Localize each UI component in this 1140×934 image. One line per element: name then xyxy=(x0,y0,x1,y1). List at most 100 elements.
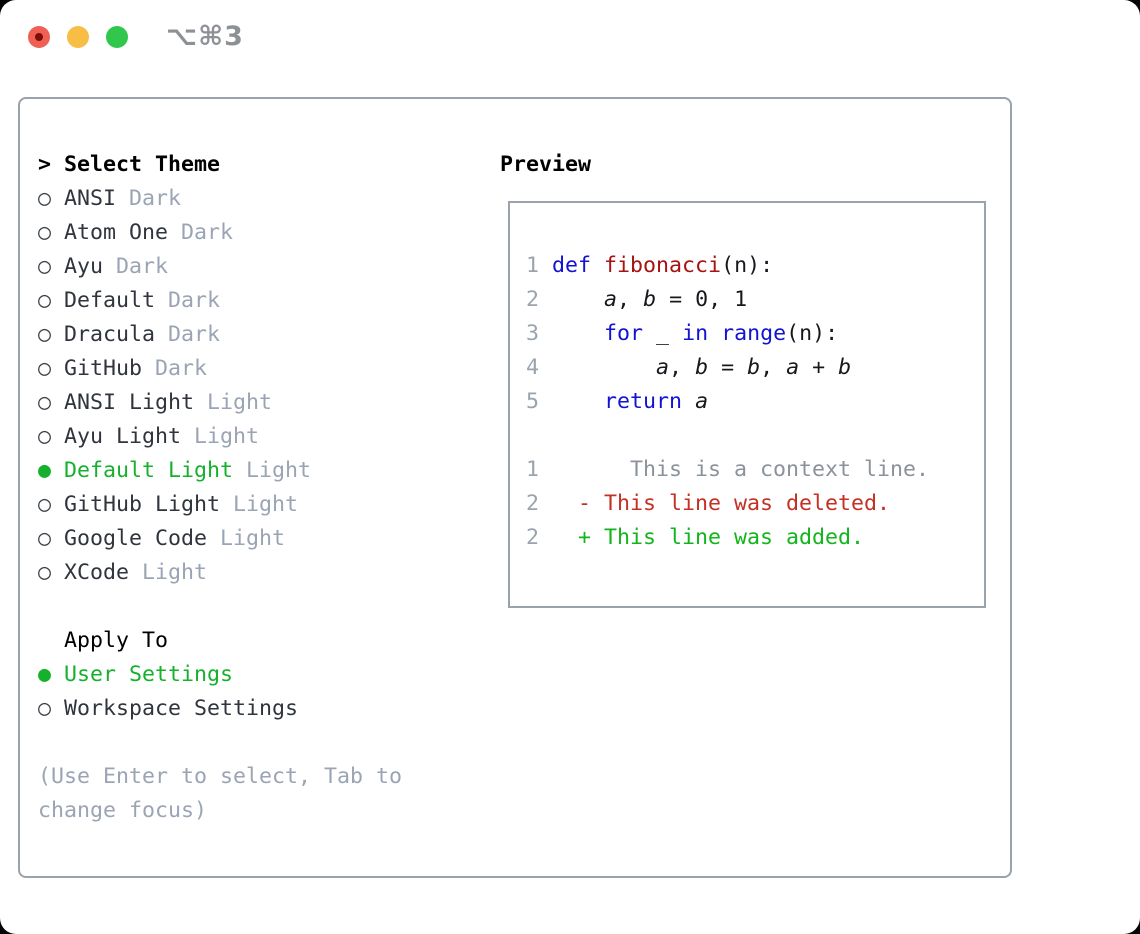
code-token: a xyxy=(695,389,709,414)
code-token xyxy=(682,389,695,414)
line-number: 2 xyxy=(526,525,553,550)
code-line: 3 for _ in range(n): xyxy=(526,317,984,351)
line-number: 2 xyxy=(526,491,553,516)
radio-unselected-icon: ○ xyxy=(38,322,52,347)
theme-option[interactable]: ○ Dracula Dark xyxy=(38,318,311,352)
window-title-shortcut: ⌥⌘3 xyxy=(166,21,244,52)
diff-text: - This line was deleted. xyxy=(552,491,891,516)
radio-unselected-icon: ○ xyxy=(38,356,52,381)
apply-option-label: Workspace Settings xyxy=(64,696,299,721)
diff-line-deleted: 2 - This line was deleted. xyxy=(526,487,984,521)
code-token: , xyxy=(760,355,787,380)
theme-option-label: Default xyxy=(64,288,156,313)
radio-unselected-icon: ○ xyxy=(38,526,52,551)
theme-variant-tag: Dark xyxy=(181,220,234,245)
theme-variant-tag: Light xyxy=(207,390,273,415)
radio-selected-icon: ● xyxy=(38,458,52,483)
code-token: , xyxy=(617,287,644,312)
code-token: def xyxy=(552,253,592,278)
diff-line-context: 1 This is a context line. xyxy=(526,453,984,487)
theme-variant-tag: Light xyxy=(246,458,312,483)
code-token xyxy=(591,253,604,278)
theme-list-header: > Select Theme xyxy=(38,148,311,182)
help-text: (Use Enter to select, Tab to change focu… xyxy=(38,760,402,828)
theme-option[interactable]: ○ Ayu Dark xyxy=(38,250,311,284)
theme-variant-tag: Dark xyxy=(168,322,221,347)
diff-text: This is a context line. xyxy=(552,457,930,482)
code-token: return xyxy=(604,389,683,414)
preview-title: Preview xyxy=(500,152,592,177)
code-token xyxy=(552,287,604,312)
code-token: + xyxy=(799,355,839,380)
code-token: range xyxy=(721,321,787,346)
theme-option-label: GitHub Light xyxy=(64,492,221,517)
radio-unselected-icon: ○ xyxy=(38,220,52,245)
code-token: in xyxy=(682,321,709,346)
theme-variant-tag: Dark xyxy=(116,254,169,279)
apply-to-indent xyxy=(38,624,64,658)
radio-unselected-icon: ○ xyxy=(38,254,52,279)
theme-variant-tag: Light xyxy=(142,560,208,585)
close-button-icon[interactable] xyxy=(28,26,50,48)
theme-option[interactable]: ○ ANSI Light Light xyxy=(38,386,311,420)
theme-variant-tag: Light xyxy=(233,492,299,517)
code-token: = xyxy=(708,355,748,380)
theme-variant-tag: Light xyxy=(194,424,260,449)
radio-unselected-icon: ○ xyxy=(38,390,52,415)
diff-line-added: 2 + This line was added. xyxy=(526,521,984,555)
apply-to-title: Apply To xyxy=(64,628,169,653)
theme-variant-tag: Dark xyxy=(168,288,221,313)
radio-unselected-icon: ○ xyxy=(38,288,52,313)
theme-variant-tag: Dark xyxy=(129,186,182,211)
code-token: b xyxy=(838,355,852,380)
apply-to-section: Apply To ● User Settings ○Workspace Settin… xyxy=(38,624,298,726)
theme-option-label: ANSI Light xyxy=(64,390,195,415)
diff-text: + This line was added. xyxy=(552,525,865,550)
code-token xyxy=(552,321,604,346)
theme-list-title: Select Theme xyxy=(64,152,221,177)
theme-option-label: Google Code xyxy=(64,526,208,551)
line-number: 4 xyxy=(526,355,553,380)
code-token: (n): xyxy=(786,321,839,346)
apply-option[interactable]: ● User Settings xyxy=(38,658,298,692)
code-token: , xyxy=(669,355,696,380)
zoom-button-icon[interactable] xyxy=(106,26,128,48)
line-number: 2 xyxy=(526,287,553,312)
preview-blank-line xyxy=(526,419,984,453)
code-token: fibonacci xyxy=(604,253,722,278)
apply-to-header: Apply To xyxy=(38,624,298,658)
minimize-button-icon[interactable] xyxy=(67,26,89,48)
focus-caret-icon: > xyxy=(38,152,52,177)
line-number: 5 xyxy=(526,389,553,414)
code-token: for xyxy=(604,321,644,346)
apply-option[interactable]: ○Workspace Settings xyxy=(38,692,298,726)
radio-selected-icon: ● xyxy=(38,662,52,687)
code-token: _ xyxy=(643,321,683,346)
code-line: 1 def fibonacci(n): xyxy=(526,249,984,283)
theme-option[interactable]: ○ GitHub Light Light xyxy=(38,488,311,522)
code-token: (n): xyxy=(721,253,774,278)
apply-option-label: User Settings xyxy=(64,662,234,687)
theme-option-label: GitHub xyxy=(64,356,143,381)
code-token: a xyxy=(604,287,618,312)
code-line: 5 return a xyxy=(526,385,984,419)
code-token: b xyxy=(643,287,657,312)
radio-unselected-icon: ○ xyxy=(38,560,52,585)
code-token: a xyxy=(656,355,670,380)
line-number: 1 xyxy=(526,253,553,278)
code-token: a xyxy=(786,355,800,380)
theme-option[interactable]: ○ Default Dark xyxy=(38,284,311,318)
theme-option-label: Dracula xyxy=(64,322,156,347)
theme-option-label: Ayu xyxy=(64,254,104,279)
radio-unselected-icon: ○ xyxy=(38,492,52,517)
code-token: b xyxy=(695,355,709,380)
